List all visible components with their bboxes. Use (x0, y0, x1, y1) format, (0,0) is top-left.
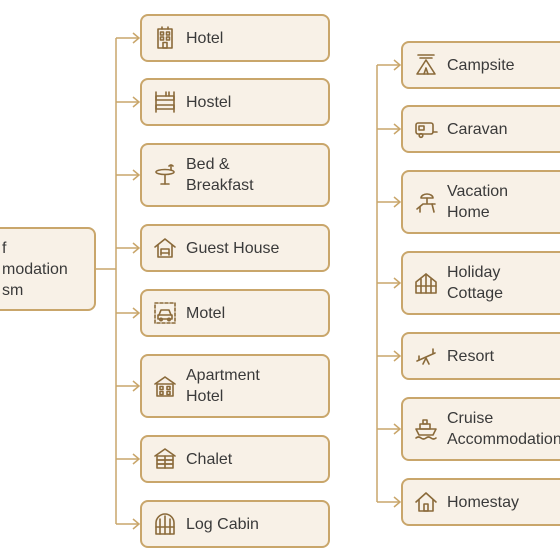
root-label: f modation sm (2, 239, 68, 299)
node-resort: Resort (401, 332, 560, 380)
cottage-icon (413, 270, 439, 296)
node-label: Chalet (186, 450, 233, 468)
node-hotel: Hotel (140, 14, 330, 62)
node-caravan: Caravan (401, 105, 560, 153)
node-holiday-cottage: Holiday Cottage (401, 251, 560, 315)
node-guest-house: Guest House (140, 224, 330, 272)
node-label: Guest House (186, 239, 280, 257)
node-bed-and-breakfast: Bed & Breakfast (140, 143, 330, 207)
apartment-icon (152, 373, 178, 399)
node-motel: Motel (140, 289, 330, 337)
cabin-icon (152, 511, 178, 537)
ship-icon (413, 416, 439, 442)
caravan-icon (413, 116, 439, 142)
car-icon (152, 300, 178, 326)
node-log-cabin: Log Cabin (140, 500, 330, 548)
table-icon (152, 162, 178, 188)
node-label: Log Cabin (186, 515, 259, 533)
node-cruise-accommodation: Cruise Accommodation (401, 397, 560, 461)
node-label: Bed & Breakfast (186, 156, 254, 194)
home-icon (413, 489, 439, 515)
node-vacation-home: Vacation Home (401, 170, 560, 234)
house-bed-icon (152, 235, 178, 261)
node-label: Campsite (447, 56, 515, 74)
node-chalet: Chalet (140, 435, 330, 483)
node-label: Hotel (186, 29, 224, 47)
node-label: Holiday Cottage (447, 264, 504, 302)
chalet-icon (152, 446, 178, 472)
node-apartment-hotel: Apartment Hotel (140, 354, 330, 418)
bunk-bed-icon (152, 89, 178, 115)
node-label: Apartment Hotel (186, 367, 260, 405)
node-hostel: Hostel (140, 78, 330, 126)
node-label: Resort (447, 347, 495, 365)
node-label: Caravan (447, 120, 508, 138)
beach-chair-icon (413, 189, 439, 215)
node-label: Vacation Home (447, 183, 509, 221)
node-label: Cruise Accommodation (447, 410, 560, 448)
root-node: f modation sm (0, 227, 96, 311)
node-label: Motel (186, 304, 226, 322)
tent-icon (413, 52, 439, 78)
node-homestay: Homestay (401, 478, 560, 526)
node-label: Homestay (447, 493, 520, 511)
node-label: Hostel (186, 93, 232, 111)
node-campsite: Campsite (401, 41, 560, 89)
hotel-icon (152, 25, 178, 51)
seesaw-icon (413, 343, 439, 369)
